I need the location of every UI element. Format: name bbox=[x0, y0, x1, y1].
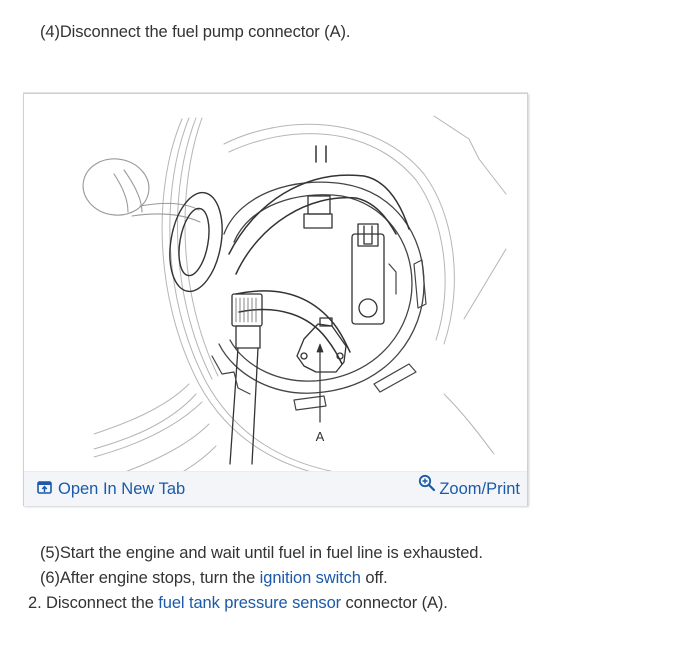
step-2-suffix: connector (A). bbox=[341, 594, 448, 612]
fuel-pump-diagram: A bbox=[24, 94, 527, 471]
figure-footer: Open In New Tab Zoom/Print bbox=[24, 471, 527, 506]
zoom-print-button[interactable]: Zoom/Print bbox=[418, 474, 520, 499]
step-2-prefix: 2. Disconnect the bbox=[28, 594, 159, 612]
figure-container: A Open In New Tab Zoom/Print bbox=[23, 93, 528, 506]
fuel-tank-pressure-sensor-link[interactable]: fuel tank pressure sensor bbox=[158, 594, 342, 612]
open-in-new-tab-label: Open In New Tab bbox=[58, 480, 186, 498]
step-2-text: 2. Disconnect the fuel tank pressure sen… bbox=[28, 593, 448, 613]
ignition-switch-link[interactable]: ignition switch bbox=[259, 569, 361, 587]
zoom-in-icon bbox=[418, 474, 436, 497]
open-in-new-tab-icon bbox=[37, 479, 52, 499]
zoom-print-label: Zoom/Print bbox=[439, 480, 520, 498]
open-in-new-tab-button[interactable]: Open In New Tab bbox=[37, 479, 185, 499]
step-6-suffix: off. bbox=[360, 569, 388, 587]
step-5-text: (5)Start the engine and wait until fuel … bbox=[40, 544, 483, 562]
step-6-text: (6)After engine stops, turn the ignition… bbox=[40, 568, 388, 588]
step-4-text: (4)Disconnect the fuel pump connector (A… bbox=[40, 23, 351, 41]
step-6-prefix: (6)After engine stops, turn the bbox=[40, 569, 260, 587]
callout-label-a: A bbox=[316, 429, 325, 444]
